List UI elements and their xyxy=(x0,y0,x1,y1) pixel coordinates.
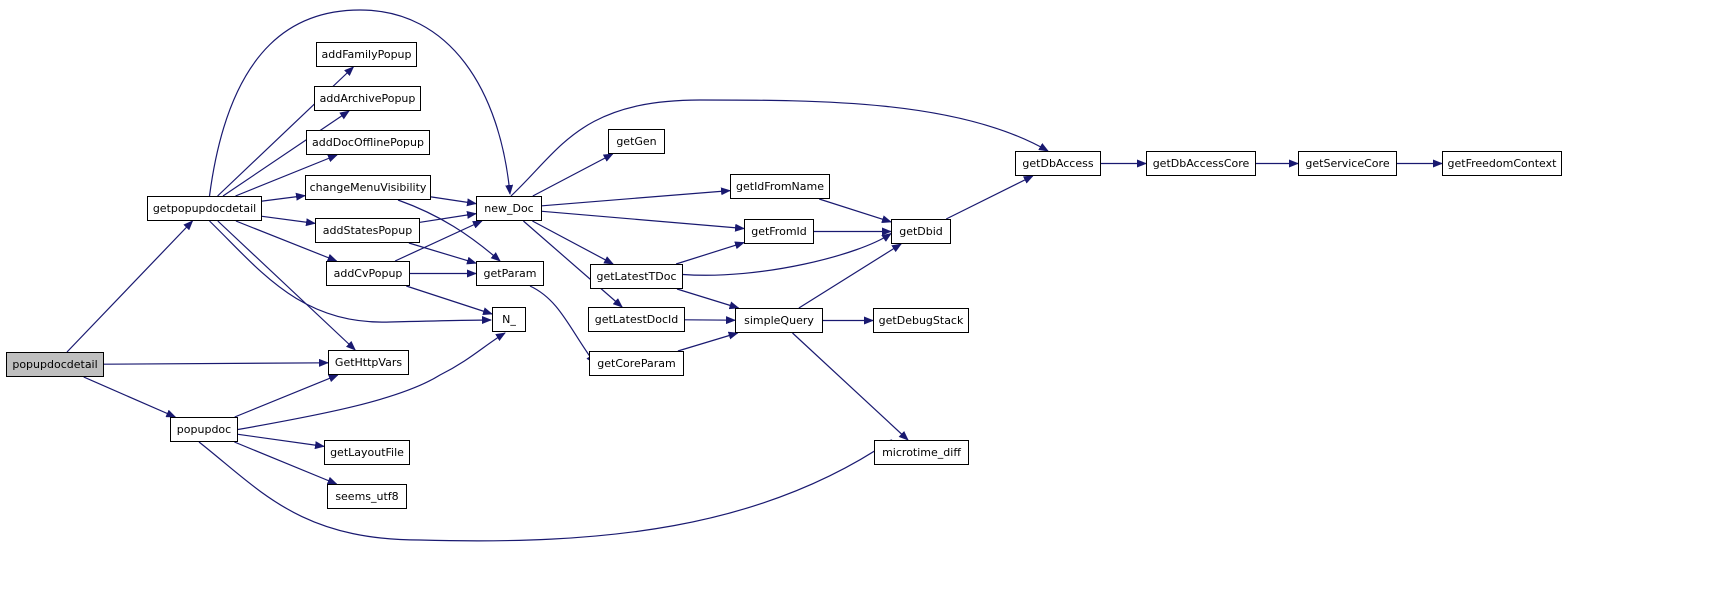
edge-getpopupdocdetail-to-gethttpvars xyxy=(217,220,356,351)
node-addcvpopup[interactable]: addCvPopup xyxy=(326,261,410,286)
edge-new-doc-to-getgen xyxy=(532,153,614,197)
node-getdebugstack[interactable]: getDebugStack xyxy=(873,308,969,333)
node-n[interactable]: N_ xyxy=(492,307,526,332)
node-addarchivepopup[interactable]: addArchivePopup xyxy=(314,86,421,111)
edge-getlatesttdoc-to-simplequery xyxy=(676,288,740,310)
node-addstatespopup[interactable]: addStatesPopup xyxy=(315,218,420,243)
edge-popupdoc-to-microtime-diff xyxy=(198,439,893,542)
edge-getpopupdocdetail-to-addstatespopup xyxy=(261,215,316,227)
edge-simplequery-to-getdbid xyxy=(798,243,902,309)
node-getservicecore[interactable]: getServiceCore xyxy=(1298,151,1397,176)
edge-changemenuvisibility-to-getparam xyxy=(397,199,501,262)
edge-getpopupdocdetail-to-new-doc xyxy=(208,9,514,197)
edge-getlatesttdoc-to-getfromid xyxy=(675,241,745,265)
node-microtime-diff[interactable]: microtime_diff xyxy=(874,440,969,465)
node-gethttpvars[interactable]: GetHttpVars xyxy=(328,350,409,375)
edge-getpopupdocdetail-to-addarchivepopup xyxy=(222,110,350,197)
edge-getlatesttdoc-to-getdbid xyxy=(682,232,892,276)
node-getcoreparam[interactable]: getCoreParam xyxy=(589,351,684,376)
node-getlatesttdoc[interactable]: getLatestTDoc xyxy=(590,264,683,289)
node-getparam[interactable]: getParam xyxy=(476,261,544,286)
edge-popupdocdetail-to-popupdoc xyxy=(83,376,177,418)
edge-getparam-to-getcoreparam xyxy=(529,285,596,365)
edge-getpopupdocdetail-to-changemenuvisibility xyxy=(261,192,306,202)
edge-popupdoc-to-n- xyxy=(237,332,506,431)
node-new-doc[interactable]: new_Doc xyxy=(476,196,542,221)
edge-getpopupdocdetail-to-addcvpopup xyxy=(235,220,338,262)
edge-getpopupdocdetail-to-adddocofflinepopup xyxy=(235,154,338,197)
edge-getpopupdocdetail-to-n- xyxy=(209,220,492,325)
node-changemenuvisibility[interactable]: changeMenuVisibility xyxy=(305,175,431,200)
edge-new-doc-to-getidfromname xyxy=(541,187,731,207)
node-popupdoc[interactable]: popupdoc xyxy=(170,417,238,442)
edge-popupdoc-to-seems-utf8 xyxy=(234,441,338,485)
edge-popupdoc-to-getlayoutfile xyxy=(237,433,325,450)
node-simplequery[interactable]: simpleQuery xyxy=(735,308,823,333)
edge-simplequery-to-microtime-diff xyxy=(792,332,909,441)
node-popupdocdetail[interactable]: popupdocdetail xyxy=(6,352,104,377)
edge-addstatespopup-to-new-doc xyxy=(419,211,477,223)
node-getlayoutfile[interactable]: getLayoutFile xyxy=(324,440,410,465)
node-getgen[interactable]: getGen xyxy=(608,129,665,154)
edge-getidfromname-to-getdbid xyxy=(819,198,892,223)
edge-new-doc-to-getlatestdocid xyxy=(523,220,623,308)
edge-getcoreparam-to-simplequery xyxy=(677,331,739,352)
edge-addstatespopup-to-getparam xyxy=(408,242,477,265)
node-getpopupdocdetail[interactable]: getpopupdocdetail xyxy=(147,196,262,221)
edge-new-doc-to-getfromid xyxy=(541,210,745,232)
node-getdbaccesscore[interactable]: getDbAccessCore xyxy=(1146,151,1256,176)
edge-getdbid-to-getdbaccess xyxy=(945,175,1034,220)
node-addfamilypopup[interactable]: addFamilyPopup xyxy=(316,42,417,67)
edge-new-doc-to-getdbaccess xyxy=(510,99,1049,197)
edge-new-doc-to-getlatesttdoc xyxy=(532,220,614,265)
edge-addcvpopup-to-new-doc xyxy=(394,220,483,262)
edge-popupdoc-to-gethttpvars xyxy=(234,374,339,418)
node-getfreedomcontext[interactable]: getFreedomContext xyxy=(1442,151,1562,176)
edge-changemenuvisibility-to-new-doc xyxy=(430,196,477,207)
node-getdbid[interactable]: getDbid xyxy=(891,219,951,244)
node-getidfromname[interactable]: getIdFromName xyxy=(730,174,830,199)
node-getdbaccess[interactable]: getDbAccess xyxy=(1015,151,1101,176)
node-seems-utf8[interactable]: seems_utf8 xyxy=(327,484,407,509)
node-getfromid[interactable]: getFromId xyxy=(744,219,814,244)
node-getlatestdocid[interactable]: getLatestDocId xyxy=(588,307,685,332)
edge-popupdocdetail-to-gethttpvars xyxy=(103,358,329,367)
edge-addcvpopup-to-n- xyxy=(406,285,493,316)
node-adddocofflinepopup[interactable]: addDocOfflinePopup xyxy=(306,130,430,155)
edge-popupdocdetail-to-getpopupdocdetail xyxy=(66,220,194,353)
